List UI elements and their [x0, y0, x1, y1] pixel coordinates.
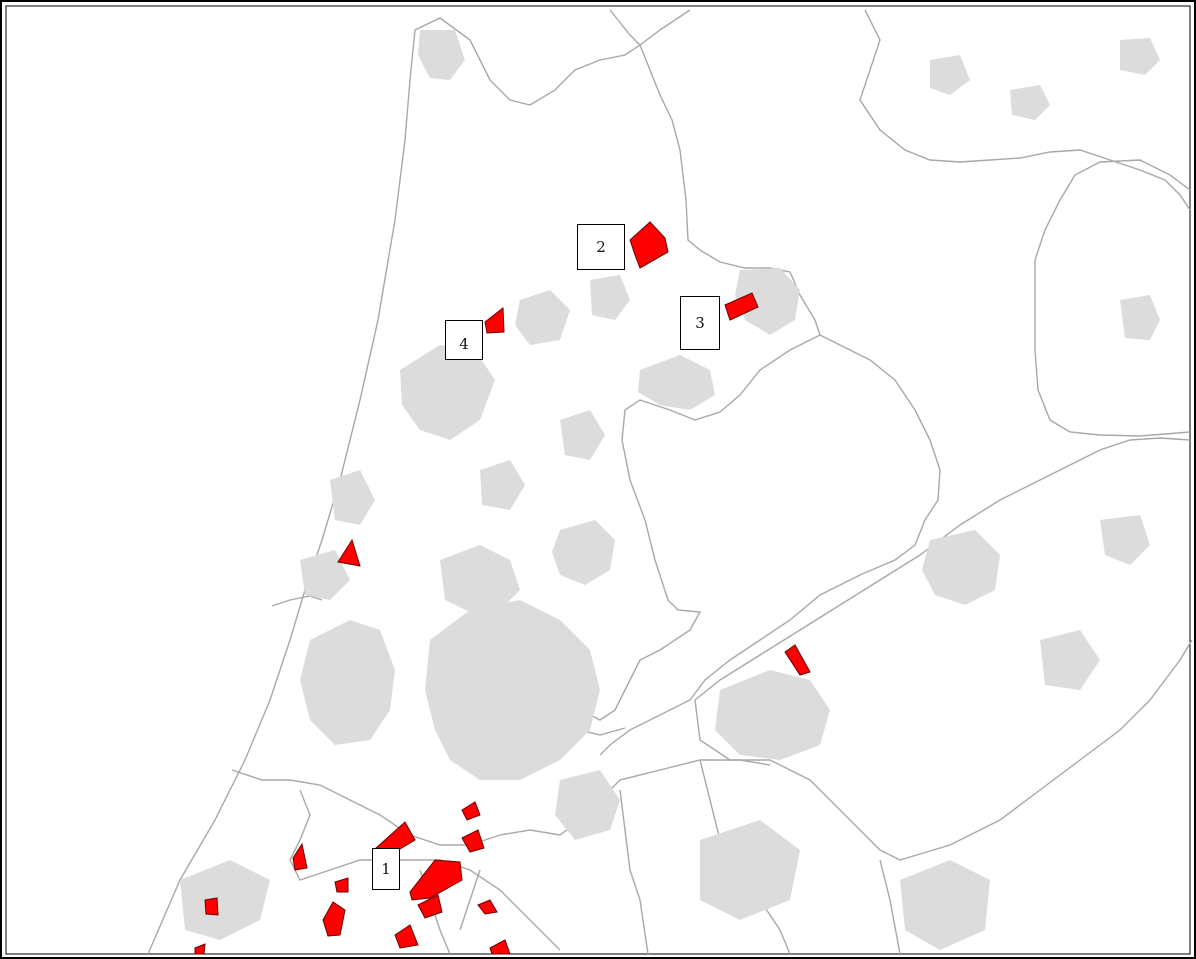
label-3-text: 3: [695, 314, 705, 332]
texel-edge: [609, 9, 691, 46]
urban-flevo-south: [1040, 630, 1100, 690]
urban-friesland-1: [1010, 85, 1050, 120]
region-south-e: [292, 842, 308, 871]
region-south-b: [409, 859, 463, 901]
urban-den-helder: [418, 30, 465, 80]
urban-noordoost: [1120, 295, 1160, 340]
friesland-coast: [859, 9, 1191, 211]
urban-lelystad: [922, 530, 1000, 605]
urban-purmerend: [552, 520, 615, 585]
region-bergen-polygon: [337, 538, 361, 567]
urban-south-2: [555, 770, 620, 840]
coastline-west: [147, 17, 941, 955]
urban-alkmaar: [400, 345, 495, 440]
urban-south-3: [700, 820, 800, 920]
label-2: 2: [577, 224, 625, 270]
boundary-south-1: [231, 759, 771, 846]
urban-mid-1: [560, 410, 605, 460]
urban-friesland-3: [930, 55, 970, 95]
label-4-text: 4: [459, 335, 469, 353]
flevoland-south: [694, 639, 1193, 861]
urban-enkhuizen: [735, 268, 800, 335]
urban-amsterdam: [425, 600, 600, 780]
region-almere-polygon: [784, 644, 811, 676]
label-2-text: 2: [596, 238, 606, 256]
urban-areas: [180, 30, 1160, 950]
label-4: 4: [445, 320, 483, 360]
boundaries: [147, 9, 1193, 955]
boundary-south-7: [459, 869, 481, 931]
region-south-i: [477, 899, 498, 915]
region-south-g: [322, 901, 346, 937]
boundary-south-3: [619, 789, 649, 955]
boundary-south-5: [879, 859, 901, 955]
region-south-m: [334, 877, 349, 893]
frame-inner: [5, 5, 1191, 955]
ijmuiden-pier: [271, 595, 323, 607]
label-3: 3: [680, 296, 720, 350]
region-4-polygon: [484, 307, 505, 334]
noordoostpolder-outline: [1034, 159, 1191, 437]
urban-friesland-2: [1120, 38, 1160, 75]
urban-west-1: [330, 470, 375, 525]
region-3-polygon: [724, 292, 759, 321]
region-south-c: [461, 801, 481, 821]
urban-haarlem: [300, 620, 395, 745]
urban-south-1: [180, 860, 270, 940]
highlighted-regions: [194, 221, 811, 955]
lake-shore: [579, 334, 821, 736]
label-1-text: 1: [381, 860, 391, 878]
urban-almere: [715, 670, 830, 760]
urban-hoorn: [638, 355, 715, 410]
urban-mid-2: [480, 460, 525, 510]
urban-zaandam: [440, 545, 520, 612]
urban-north-2: [590, 275, 630, 320]
region-south-d: [461, 829, 485, 853]
flevoland-outline: [694, 437, 1191, 701]
region-south-l: [194, 943, 206, 955]
urban-north-1: [515, 290, 570, 345]
region-south-k: [489, 939, 511, 955]
urban-south-4: [900, 860, 990, 950]
region-south-f: [204, 897, 219, 916]
region-south-j: [394, 924, 419, 949]
label-1: 1: [372, 848, 400, 890]
region-2-polygon: [629, 221, 669, 269]
urban-west-2: [300, 550, 350, 600]
region-south-h: [417, 894, 443, 919]
urban-flevo-east: [1100, 515, 1150, 565]
